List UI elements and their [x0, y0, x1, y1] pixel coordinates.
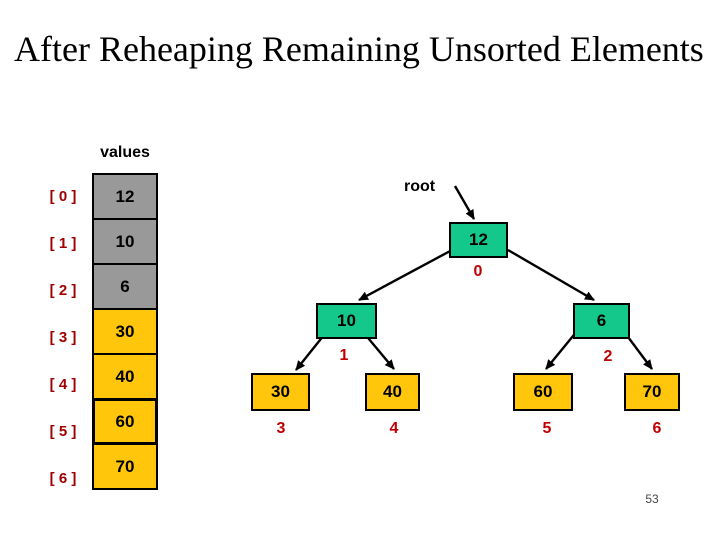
tree-index-0: 0	[473, 263, 483, 280]
tree-node-70: 70	[624, 373, 680, 411]
array-cell: 30	[92, 308, 158, 355]
tree-index-2: 2	[603, 348, 613, 365]
array-index-label: [ 5 ]	[49, 423, 77, 440]
root-pointer-arrow	[453, 185, 476, 220]
array-cell: 60	[92, 398, 158, 445]
edge-12-to-10	[358, 248, 453, 302]
tree-node-10: 10	[316, 303, 377, 339]
array-index-label: [ 6 ]	[49, 470, 77, 487]
array-cell: 12	[92, 173, 158, 220]
edge-6-to-70	[624, 332, 653, 370]
array-cell: 40	[92, 353, 158, 400]
tree-node-6: 6	[573, 303, 630, 339]
tree-index-3: 3	[276, 420, 286, 437]
tree-index-4: 4	[389, 420, 399, 437]
tree-node-60: 60	[513, 373, 573, 411]
array-label: values	[100, 144, 150, 161]
tree-index-5: 5	[542, 420, 552, 437]
array-index-label: [ 4 ]	[49, 376, 77, 393]
tree-index-1: 1	[339, 347, 349, 364]
array-index-label: [ 0 ]	[49, 188, 77, 205]
array-index-column: [ 0 ] [ 1 ] [ 2 ] [ 3 ] [ 4 ] [ 5 ] [ 6 …	[38, 173, 88, 502]
edge-12-to-6	[507, 248, 595, 302]
array-cell: 6	[92, 263, 158, 310]
tree-node-12: 12	[449, 222, 508, 258]
page-title: After Reheaping Remaining Unsorted Eleme…	[14, 29, 704, 69]
tree-index-6: 6	[652, 420, 662, 437]
array-index-label: [ 2 ]	[49, 282, 77, 299]
array-index-label: [ 3 ]	[49, 329, 77, 346]
tree-node-30: 30	[251, 373, 310, 411]
array-cell: 70	[92, 443, 158, 490]
array-index-label: [ 1 ]	[49, 235, 77, 252]
root-pointer-label: root	[404, 178, 436, 195]
page-number: 53	[645, 492, 659, 506]
tree-node-40: 40	[365, 373, 420, 411]
values-array: 12 10 6 30 40 60 70	[92, 173, 158, 490]
